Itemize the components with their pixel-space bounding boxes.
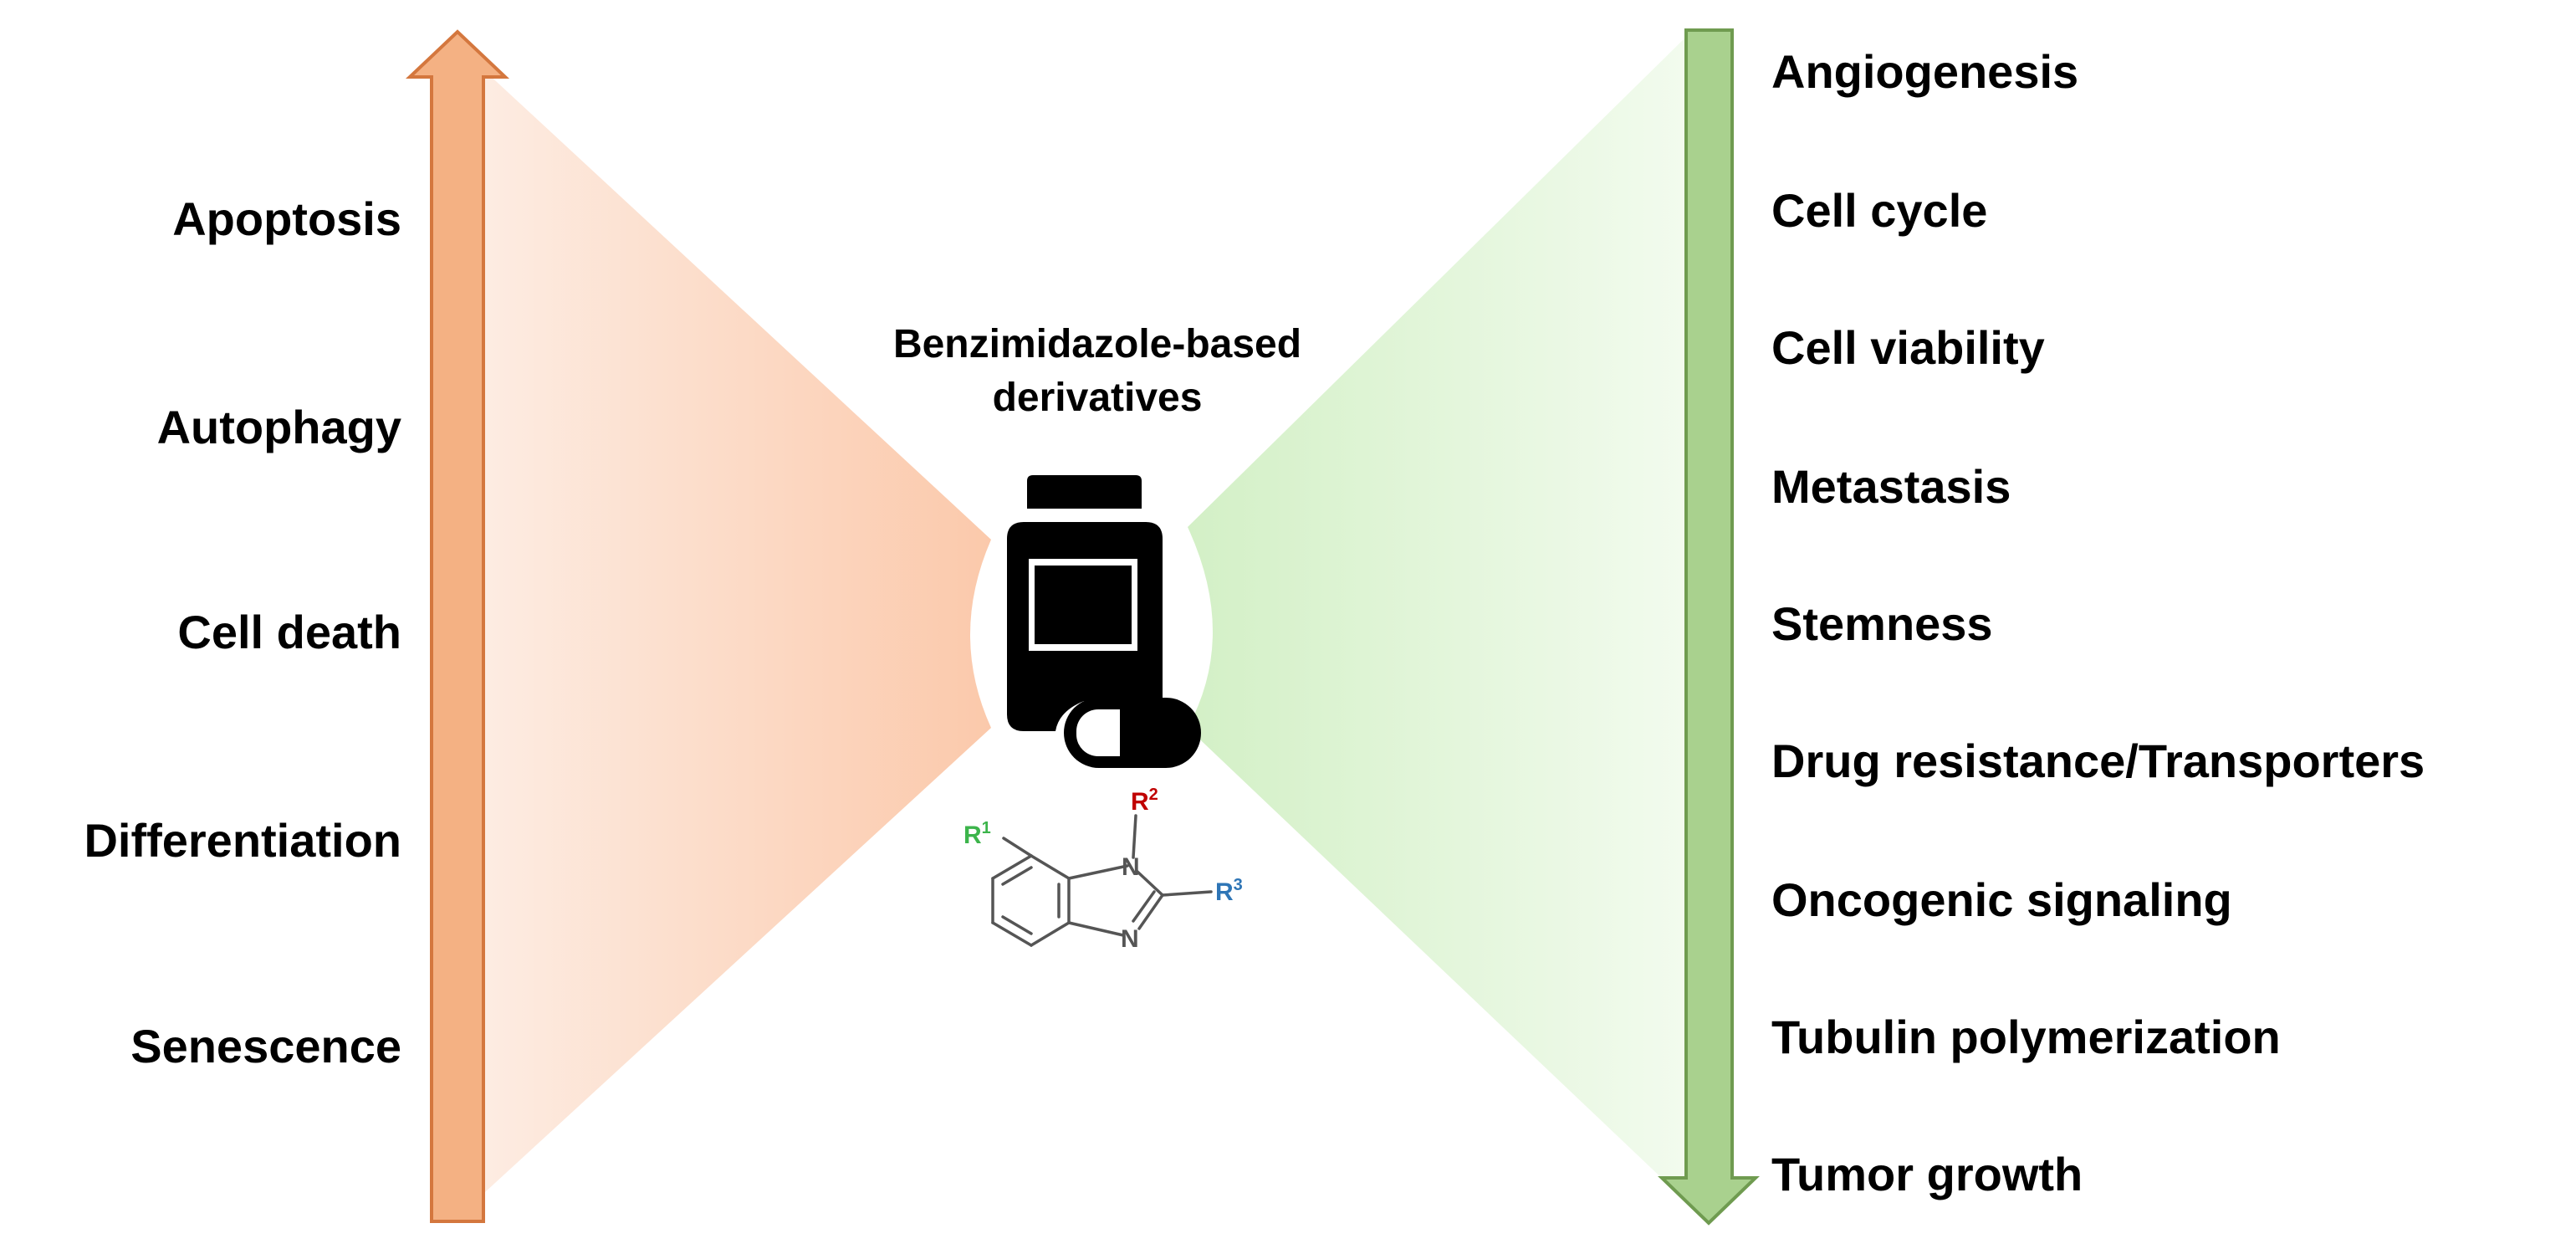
downregulated-effect-label: Drug resistance/Transporters — [1771, 734, 2425, 787]
downregulated-effect-label: Tubulin polymerization — [1771, 1011, 2281, 1063]
atom-n3: N — [1121, 925, 1139, 953]
pill-bottle-icon — [1007, 475, 1201, 768]
right-fan — [1188, 38, 1685, 1200]
atom-n1: N — [1122, 853, 1140, 881]
downregulated-effect-label: Cell cycle — [1771, 184, 1988, 237]
downregulation-arrow — [1658, 28, 1760, 1226]
upregulated-effect-label: Apoptosis — [172, 192, 401, 245]
downregulated-effect-label: Angiogenesis — [1771, 45, 2079, 98]
substituent-r1: R1 — [963, 819, 991, 849]
downregulated-effect-label: Tumor growth — [1771, 1148, 2083, 1200]
downregulated-effect-label: Oncogenic signaling — [1771, 873, 2232, 926]
upregulated-effect-label: Cell death — [177, 606, 401, 658]
upregulated-effect-label: Autophagy — [156, 401, 401, 453]
substituent-r2: R2 — [1131, 786, 1158, 816]
benzimidazole-structure: N N R1 R2 R3 — [963, 786, 1243, 953]
upregulated-effect-label: Differentiation — [84, 814, 401, 867]
downregulated-effect-label: Cell viability — [1771, 321, 2045, 374]
substituent-r3: R3 — [1215, 876, 1243, 906]
upregulated-effect-label: Senescence — [130, 1020, 401, 1072]
compound-class-title-line2: derivatives — [992, 376, 1203, 420]
downregulated-effect-label: Stemness — [1771, 597, 1993, 650]
downregulated-effect-label: Metastasis — [1771, 460, 2011, 513]
upregulation-arrow — [405, 29, 510, 1223]
left-fan — [485, 71, 991, 1192]
compound-class-title-line1: Benzimidazole-based — [892, 322, 1302, 366]
